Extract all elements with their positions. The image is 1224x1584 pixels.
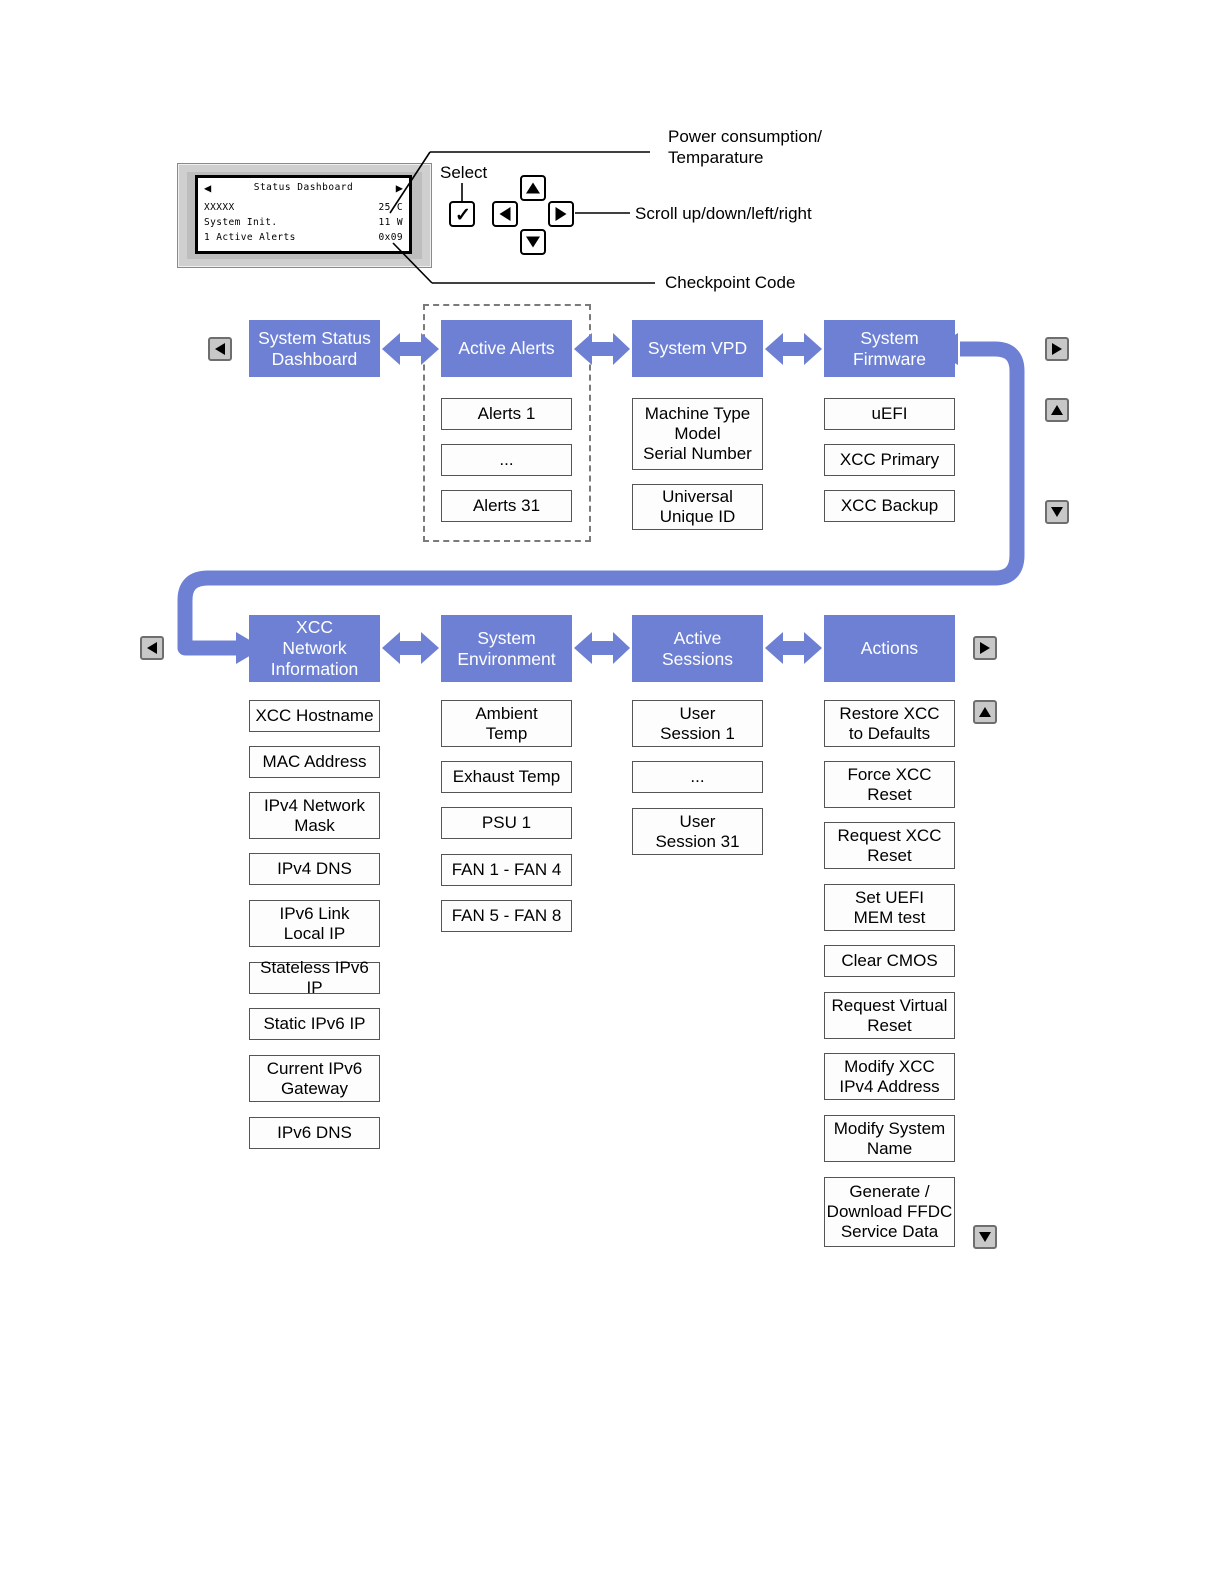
menu-item-set-uefi-mem-test[interactable]: Set UEFI MEM test bbox=[824, 884, 955, 931]
nav-down-button-row1[interactable] bbox=[1045, 500, 1069, 524]
lcd-row-2-label: 1 Active Alerts bbox=[204, 232, 296, 243]
menu-item-psu-1[interactable]: PSU 1 bbox=[441, 807, 572, 839]
triangle-left-icon bbox=[499, 207, 511, 221]
menu-header-active-alerts[interactable]: Active Alerts bbox=[441, 320, 572, 377]
menu-item-xcc-hostname[interactable]: XCC Hostname bbox=[249, 700, 380, 732]
scroll-down-button[interactable] bbox=[520, 229, 546, 255]
menu-item-clear-cmos[interactable]: Clear CMOS bbox=[824, 945, 955, 977]
menu-item-alerts-1[interactable]: Alerts 1 bbox=[441, 398, 572, 430]
triangle-right-icon bbox=[555, 207, 567, 221]
menu-item-universal-unique-id[interactable]: Universal Unique ID bbox=[632, 484, 763, 530]
menu-item-restore-xcc-to-defaults[interactable]: Restore XCC to Defaults bbox=[824, 700, 955, 747]
triangle-left-icon bbox=[215, 343, 225, 355]
lcd-title: Status Dashboard bbox=[253, 182, 354, 193]
menu-item-generate-download-ffdc-service-data[interactable]: Generate / Download FFDC Service Data bbox=[824, 1177, 955, 1247]
lcd-row-1: System Init. 11 W bbox=[198, 217, 409, 232]
triangle-left-icon bbox=[147, 642, 157, 654]
triangle-up-icon bbox=[979, 707, 991, 717]
menu-item-user-session-31[interactable]: User Session 31 bbox=[632, 808, 763, 855]
lcd-row-0-value: 25 C bbox=[378, 202, 403, 213]
triangle-up-icon bbox=[526, 182, 540, 194]
scroll-left-button[interactable] bbox=[492, 201, 518, 227]
menu-header-system-status-dashboard[interactable]: System Status Dashboard bbox=[249, 320, 380, 377]
menu-item-mac-address[interactable]: MAC Address bbox=[249, 746, 380, 778]
nav-left-button-row1[interactable] bbox=[208, 337, 232, 361]
triangle-up-icon bbox=[1051, 405, 1063, 415]
menu-item-user-session-ellipsis[interactable]: ... bbox=[632, 761, 763, 793]
menu-item-fan-5-fan-8[interactable]: FAN 5 - FAN 8 bbox=[441, 900, 572, 932]
menu-item-ipv4-network-mask[interactable]: IPv4 Network Mask bbox=[249, 792, 380, 839]
lcd-row-1-label: System Init. bbox=[204, 217, 278, 228]
menu-item-ipv6-link-local-ip[interactable]: IPv6 Link Local IP bbox=[249, 900, 380, 947]
lcd-screen: ◀ Status Dashboard ▶ XXXXX 25 C System I… bbox=[195, 175, 412, 254]
menu-item-xcc-primary[interactable]: XCC Primary bbox=[824, 444, 955, 476]
nav-down-button-row2[interactable] bbox=[973, 1225, 997, 1249]
menu-header-xcc-network-information[interactable]: XCC Network Information bbox=[249, 615, 380, 682]
menu-header-system-vpd[interactable]: System VPD bbox=[632, 320, 763, 377]
menu-item-user-session-1[interactable]: User Session 1 bbox=[632, 700, 763, 747]
menu-item-fan-1-fan-4[interactable]: FAN 1 - FAN 4 bbox=[441, 854, 572, 886]
menu-item-force-xcc-reset[interactable]: Force XCC Reset bbox=[824, 761, 955, 808]
menu-header-system-firmware[interactable]: System Firmware bbox=[824, 320, 955, 377]
nav-right-button-row2[interactable] bbox=[973, 636, 997, 660]
callout-scroll: Scroll up/down/left/right bbox=[635, 204, 812, 223]
triangle-right-icon bbox=[980, 642, 990, 654]
menu-item-ambient-temp[interactable]: Ambient Temp bbox=[441, 700, 572, 747]
select-button[interactable]: ✓ bbox=[449, 201, 475, 227]
menu-item-static-ipv6-ip[interactable]: Static IPv6 IP bbox=[249, 1008, 380, 1040]
select-label: Select bbox=[440, 163, 488, 182]
menu-header-actions[interactable]: Actions bbox=[824, 615, 955, 682]
menu-item-ipv4-dns[interactable]: IPv4 DNS bbox=[249, 853, 380, 885]
callout-power-temperature: Power consumption/ Temparature bbox=[668, 127, 823, 167]
lcd-row-0: XXXXX 25 C bbox=[198, 202, 409, 217]
menu-item-ipv6-dns[interactable]: IPv6 DNS bbox=[249, 1117, 380, 1149]
active-alerts-group-outline bbox=[423, 304, 591, 542]
scroll-up-button[interactable] bbox=[520, 175, 546, 201]
lcd-title-row: ◀ Status Dashboard ▶ bbox=[198, 178, 409, 202]
lcd-row-2: 1 Active Alerts 0x09 bbox=[198, 232, 409, 247]
menu-item-current-ipv6-gateway[interactable]: Current IPv6 Gateway bbox=[249, 1055, 380, 1102]
triangle-down-icon bbox=[526, 236, 540, 248]
menu-item-machine-type-model-serial[interactable]: Machine Type Model Serial Number bbox=[632, 398, 763, 470]
lcd-left-arrow-icon[interactable]: ◀ bbox=[204, 181, 212, 195]
menu-item-uefi[interactable]: uEFI bbox=[824, 398, 955, 430]
menu-item-request-virtual-reset[interactable]: Request Virtual Reset bbox=[824, 992, 955, 1039]
lcd-row-2-value: 0x09 bbox=[378, 232, 403, 243]
menu-item-alerts-31[interactable]: Alerts 31 bbox=[441, 490, 572, 522]
menu-item-request-xcc-reset[interactable]: Request XCC Reset bbox=[824, 822, 955, 869]
triangle-down-icon bbox=[1051, 507, 1063, 517]
menu-header-active-sessions[interactable]: Active Sessions bbox=[632, 615, 763, 682]
scroll-right-button[interactable] bbox=[548, 201, 574, 227]
nav-up-button-row1[interactable] bbox=[1045, 398, 1069, 422]
lcd-right-arrow-icon[interactable]: ▶ bbox=[395, 181, 403, 195]
menu-header-system-environment[interactable]: System Environment bbox=[441, 615, 572, 682]
menu-item-modify-xcc-ipv4-address[interactable]: Modify XCC IPv4 Address bbox=[824, 1053, 955, 1100]
menu-item-alerts-ellipsis[interactable]: ... bbox=[441, 444, 572, 476]
lcd-row-0-label: XXXXX bbox=[204, 202, 235, 213]
nav-right-button-row1[interactable] bbox=[1045, 337, 1069, 361]
menu-item-modify-system-name[interactable]: Modify System Name bbox=[824, 1115, 955, 1162]
callout-checkpoint-code: Checkpoint Code bbox=[665, 273, 796, 292]
check-icon: ✓ bbox=[455, 205, 471, 226]
nav-up-button-row2[interactable] bbox=[973, 700, 997, 724]
nav-left-button-row2[interactable] bbox=[140, 636, 164, 660]
triangle-right-icon bbox=[1052, 343, 1062, 355]
menu-item-stateless-ipv6-ip[interactable]: Stateless IPv6 IP bbox=[249, 958, 380, 997]
menu-item-exhaust-temp[interactable]: Exhaust Temp bbox=[441, 761, 572, 793]
menu-item-xcc-backup[interactable]: XCC Backup bbox=[824, 490, 955, 522]
lcd-row-1-value: 11 W bbox=[378, 217, 403, 228]
triangle-down-icon bbox=[979, 1232, 991, 1242]
